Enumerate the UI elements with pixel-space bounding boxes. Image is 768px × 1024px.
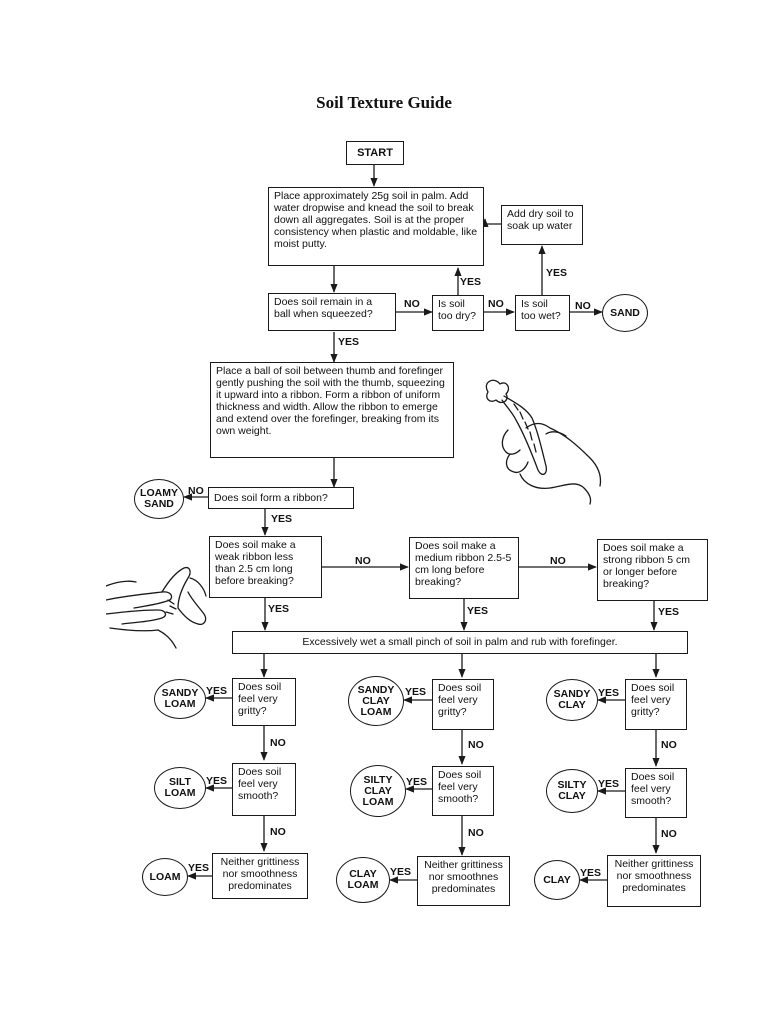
label-no: NO bbox=[270, 737, 286, 749]
add-dry-soil-box: Add dry soil to soak up water bbox=[501, 205, 583, 245]
question-ribbon-box: Does soil form a ribbon? bbox=[208, 487, 354, 509]
col1-question-neither: Neither grittiness nor smoothness predom… bbox=[212, 853, 308, 899]
question-too-wet-box: Is soil too wet? bbox=[515, 295, 570, 331]
result-sandy-loam: SANDY LOAM bbox=[154, 679, 206, 719]
question-too-dry-box: Is soil too dry? bbox=[432, 295, 484, 331]
label-no: NO bbox=[188, 485, 204, 497]
label-yes: YES bbox=[206, 685, 228, 697]
arrow-adddry-to-moisten bbox=[481, 218, 501, 228]
question-strong-ribbon-box: Does soil make a strong ribbon 5 cm or l… bbox=[597, 539, 708, 601]
label-yes: YES bbox=[580, 867, 602, 879]
question-medium-ribbon-box: Does soil make a medium ribbon 2.5-5 cm … bbox=[409, 537, 519, 599]
col3-question-neither: Neither grittiness nor smoothness predom… bbox=[607, 855, 701, 907]
label-yes: YES bbox=[467, 605, 489, 617]
label-yes: YES bbox=[271, 513, 293, 525]
question-ball-box: Does soil remain in a ball when squeezed… bbox=[268, 293, 396, 331]
hand-rub-illustration bbox=[106, 566, 207, 649]
label-yes: YES bbox=[598, 778, 620, 790]
label-no: NO bbox=[575, 300, 591, 312]
label-yes: YES bbox=[405, 686, 427, 698]
result-silt-loam: SILT LOAM bbox=[154, 767, 206, 809]
question-weak-ribbon-box: Does soil make a weak ribbon less than 2… bbox=[209, 536, 322, 598]
label-no: NO bbox=[355, 555, 371, 567]
result-sandy-clay: SANDY CLAY bbox=[546, 679, 598, 721]
label-no: NO bbox=[488, 298, 504, 310]
label-no: NO bbox=[468, 827, 484, 839]
hand-ribbon-illustration bbox=[485, 379, 602, 505]
result-silty-clay-loam: SILTY CLAY LOAM bbox=[350, 765, 406, 817]
col2-question-gritty: Does soil feel very gritty? bbox=[432, 679, 494, 730]
label-yes: YES bbox=[268, 603, 290, 615]
step-ribbon-box: Place a ball of soil between thumb and f… bbox=[210, 362, 454, 458]
label-yes: YES bbox=[390, 866, 412, 878]
label-no: NO bbox=[404, 298, 420, 310]
label-no: NO bbox=[550, 555, 566, 567]
label-yes: YES bbox=[658, 606, 680, 618]
col3-question-smooth: Does soil feel very smooth? bbox=[625, 768, 687, 818]
step-rub-box: Excessively wet a small pinch of soil in… bbox=[232, 631, 688, 654]
label-no: NO bbox=[270, 826, 286, 838]
result-sandy-clay-loam: SANDY CLAY LOAM bbox=[348, 676, 404, 726]
label-yes: YES bbox=[598, 687, 620, 699]
label-yes: YES bbox=[338, 336, 360, 348]
label-yes: YES bbox=[188, 862, 210, 874]
label-no: NO bbox=[661, 739, 677, 751]
result-loamy-sand: LOAMY SAND bbox=[134, 479, 184, 519]
result-loam: LOAM bbox=[142, 858, 188, 896]
label-yes: YES bbox=[406, 776, 428, 788]
label-yes: YES bbox=[206, 775, 228, 787]
label-yes: YES bbox=[546, 267, 568, 279]
label-no: NO bbox=[661, 828, 677, 840]
col1-question-smooth: Does soil feel very smooth? bbox=[232, 763, 296, 816]
label-yes: YES bbox=[460, 276, 482, 288]
result-sand: SAND bbox=[602, 294, 648, 332]
col2-question-smooth: Does soil feel very smooth? bbox=[432, 766, 494, 816]
result-silty-clay: SILTY CLAY bbox=[546, 769, 598, 813]
step-moisten-box: Place approximately 25g soil in palm. Ad… bbox=[268, 187, 484, 266]
col1-question-gritty: Does soil feel very gritty? bbox=[232, 678, 296, 726]
label-no: NO bbox=[468, 739, 484, 751]
col2-question-neither: Neither grittiness nor smoothnes predomi… bbox=[417, 856, 510, 906]
col3-question-gritty: Does soil feel very gritty? bbox=[625, 679, 687, 730]
result-clay: CLAY bbox=[534, 860, 580, 900]
page-title: Soil Texture Guide bbox=[316, 93, 452, 112]
result-clay-loam: CLAY LOAM bbox=[336, 857, 390, 903]
start-box: START bbox=[346, 141, 404, 165]
